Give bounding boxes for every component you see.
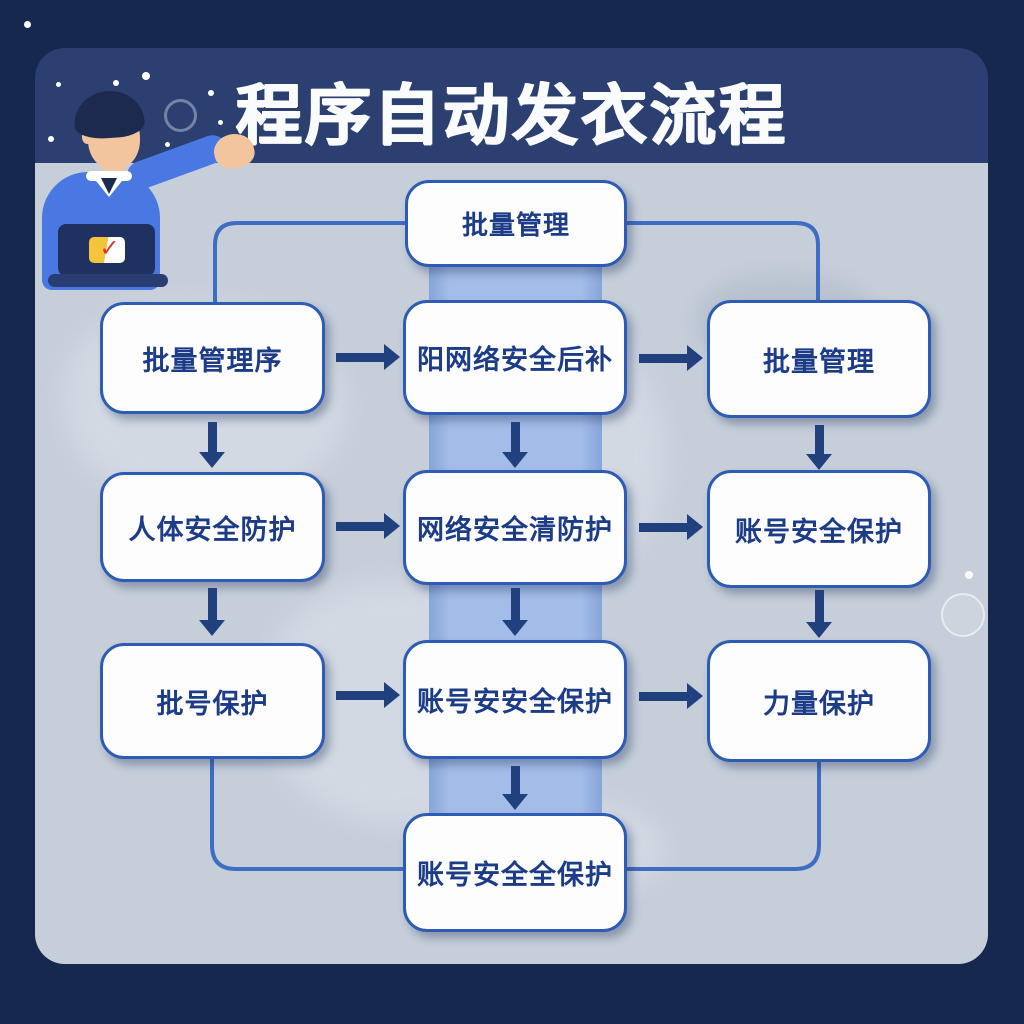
- flow-box-label: 账号安全保护: [735, 516, 903, 548]
- arrow-down-icon: [199, 588, 225, 636]
- flow-box-r1c2: 阳网络安全后补: [403, 300, 627, 415]
- star: [165, 142, 170, 147]
- star: [142, 72, 150, 80]
- laptop-logo-checkmark-icon: [88, 234, 125, 263]
- arrow-right-icon: [639, 514, 703, 540]
- flow-box-label: 批号保护: [156, 688, 269, 720]
- flow-box-label: 账号安全全保护: [417, 860, 613, 891]
- star: [208, 90, 214, 96]
- flow-box-r2c2: 网络安全清防护: [403, 470, 627, 585]
- laptop-base: [48, 274, 168, 287]
- tie: [101, 178, 117, 194]
- arrow-down-icon: [806, 590, 832, 638]
- arrow-right-icon: [336, 682, 400, 708]
- flow-box-label: 人体安全防护: [128, 514, 297, 546]
- arrow-right-icon: [639, 683, 703, 709]
- flow-box-r3c3: 力量保护: [707, 640, 931, 762]
- flow-box-r3c1: 批号保护: [100, 643, 325, 759]
- arrow-down-icon: [502, 766, 528, 810]
- flow-box-bottom: 账号安全全保护: [403, 813, 627, 932]
- flow-box-label: 账号安安全保护: [417, 687, 613, 718]
- flow-box-label: 批量管理: [763, 346, 875, 378]
- star: [965, 571, 973, 579]
- page-title: 程序自动发衣流程: [236, 77, 788, 154]
- flow-box-label: 批量管理序: [142, 345, 283, 377]
- flow-box-r2c1: 人体安全防护: [100, 472, 325, 582]
- flow-box-label: 力量保护: [763, 688, 875, 720]
- laptop-icon: [58, 224, 155, 276]
- bubble-decoration: [941, 593, 985, 637]
- hair: [72, 88, 146, 141]
- arrow-down-icon: [199, 422, 225, 468]
- arrow-right-icon: [336, 513, 400, 539]
- flow-box-label: 批量管理: [461, 211, 570, 241]
- star: [113, 80, 119, 86]
- arrow-right-icon: [639, 345, 703, 371]
- arrow-right-icon: [336, 344, 400, 370]
- eye: [120, 126, 125, 134]
- arrow-down-icon: [502, 422, 528, 468]
- flow-box-r2c3: 账号安全保护: [707, 470, 931, 588]
- star: [56, 82, 61, 87]
- crescent-moon-icon: [164, 99, 197, 132]
- star: [48, 136, 54, 142]
- presenter-illustration: [28, 78, 260, 290]
- flow-box-r3c2: 账号安安全保护: [403, 640, 627, 759]
- star: [24, 21, 31, 28]
- flow-box-label: 网络安全清防护: [417, 515, 613, 546]
- arrow-down-icon: [806, 425, 832, 470]
- flow-box-top: 批量管理: [405, 180, 627, 267]
- flow-box-label: 阳网络安全后补: [417, 345, 613, 376]
- flow-box-r1c1: 批量管理序: [100, 302, 325, 414]
- flow-box-r1c3: 批量管理: [707, 300, 931, 418]
- star: [218, 120, 223, 125]
- arrow-down-icon: [502, 588, 528, 636]
